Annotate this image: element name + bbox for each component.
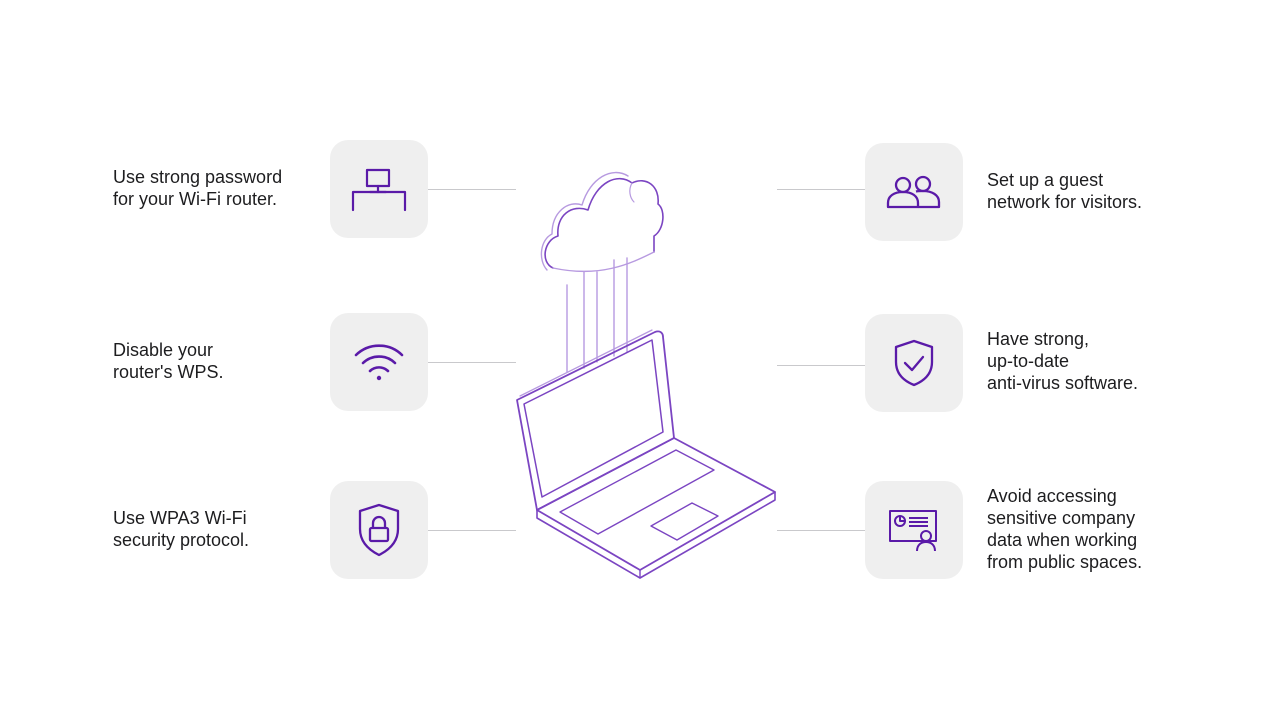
connector-line (777, 530, 865, 531)
cloud-icon (540, 171, 664, 273)
tip-antivirus: Have strong, up-to-date anti-virus softw… (987, 329, 1139, 393)
connector-line (777, 365, 865, 366)
presentation-user-icon (889, 510, 937, 552)
tip-public-spaces: Avoid accessing sensitive company data w… (987, 486, 1143, 572)
cloud-pillars (566, 257, 628, 373)
shield-check-icon (894, 339, 934, 387)
shield-check-icon-tile (865, 314, 963, 412)
tip-disable-wps: Disable your router's WPS. (113, 340, 224, 382)
tip-guest-network: Set up a guest network for visitors. (987, 170, 1143, 212)
tip-wpa3: Use WPA3 Wi-Fi security protocol. (113, 508, 250, 550)
tip-router-password: Use strong password for your Wi-Fi route… (113, 167, 283, 209)
router-icon (351, 168, 407, 212)
router-icon-tile (330, 140, 428, 238)
presentation-user-icon-tile (865, 481, 963, 579)
users-icon (886, 175, 941, 209)
connector-line (777, 189, 865, 190)
laptop-icon (516, 329, 776, 579)
connector-line (428, 189, 516, 190)
wifi-icon (354, 344, 404, 381)
lock-shield-icon-tile (330, 481, 428, 579)
wifi-icon-tile (330, 313, 428, 411)
connector-line (428, 530, 516, 531)
users-icon-tile (865, 143, 963, 241)
connector-line (428, 362, 516, 363)
lock-shield-icon (358, 503, 400, 557)
